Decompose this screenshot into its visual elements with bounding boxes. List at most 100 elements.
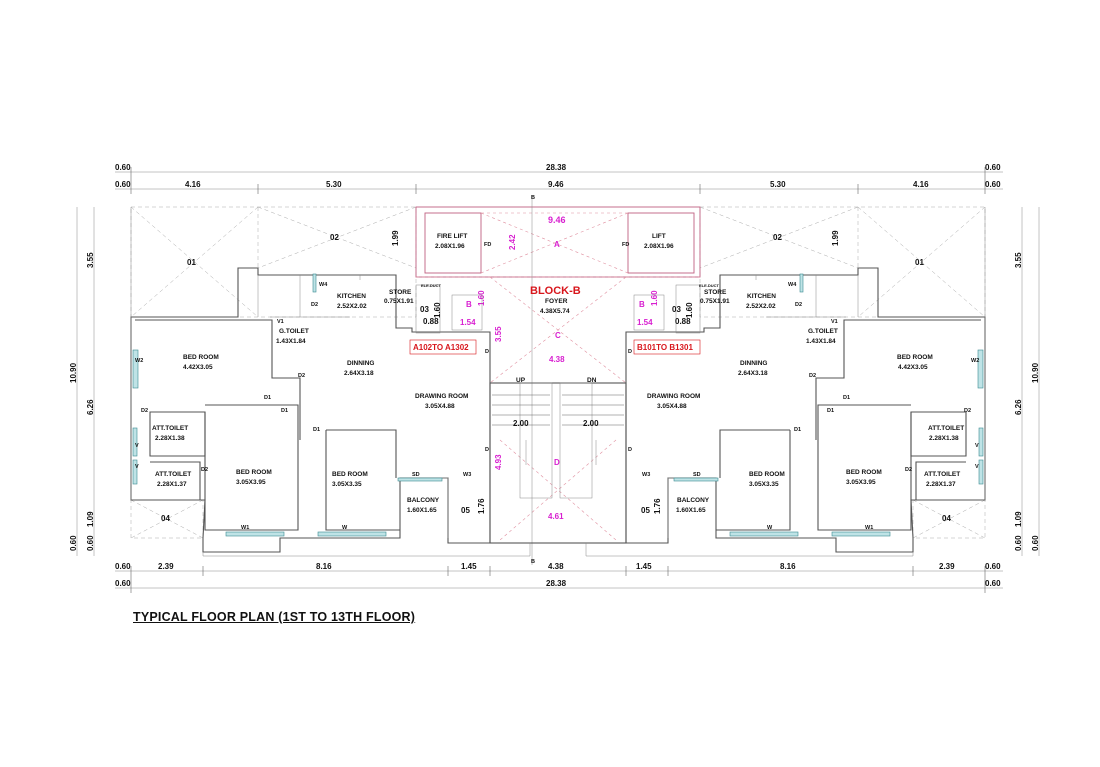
- zone-b-height-left: 1.60: [477, 290, 486, 306]
- zone-c-label: C: [555, 331, 561, 340]
- left-bed2-label: BED ROOM: [236, 469, 272, 476]
- left-drawing-dim: 3.05X4.88: [425, 403, 455, 410]
- stair-down-label: DN: [587, 377, 597, 384]
- core-area: FIRE LIFT 2.08X1.96 LIFT 2.08X1.96 FD FD…: [415, 195, 701, 565]
- left-tag-d1-bed: D1: [264, 395, 271, 401]
- section-mark-top: B: [531, 195, 535, 201]
- top-dimension-lines: 0.60 28.38 0.60 0.60 4.16 5.30 9.46 5.30…: [115, 163, 1003, 194]
- right-tag-w1: W1: [865, 525, 873, 531]
- left-shaft-height: 1.76: [477, 498, 486, 514]
- right-bed2-dim: 3.05X3.95: [846, 479, 876, 486]
- bottom-seg-4: 4.38: [548, 562, 564, 571]
- right-dim-5: 0.60: [1031, 535, 1040, 551]
- bottom-edge-right: 0.60: [985, 579, 1001, 588]
- left-tag-w2: W2: [135, 358, 143, 364]
- right-att1-label: ATT.TOILET: [928, 425, 964, 432]
- zone-b-width-right: 1.54: [637, 318, 653, 327]
- right-tag-v-att2: V: [975, 464, 979, 470]
- right-att1-dim: 2.28X1.38: [929, 435, 959, 442]
- right-tag-d2-att: D2: [964, 408, 971, 414]
- right-duct-03: 03: [672, 305, 681, 314]
- zone-a-label: A: [554, 240, 560, 249]
- left-tag-v-att2: V: [135, 464, 139, 470]
- bottom-dimension-lines: 0.60 2.39 8.16 1.45 4.38 1.45 8.16 2.39 …: [115, 562, 1003, 593]
- plinth-outline: [130, 207, 986, 557]
- side-dimension-lines: 3.55 10.90 6.26 1.09 0.60 0.60 3.55 10.9…: [69, 207, 1040, 556]
- left-duct-height: 1.60: [433, 302, 442, 318]
- right-gtoilet-label: G.TOILET: [808, 328, 838, 335]
- left-tag-d2-att2: D2: [201, 467, 208, 473]
- zone-b-left: B: [466, 300, 472, 309]
- top-edge-left: 0.60: [115, 163, 131, 172]
- terrace-04-left: 04: [161, 514, 170, 523]
- zone-d-width: 4.61: [548, 512, 564, 521]
- top-seg-3: 9.46: [548, 180, 564, 189]
- right-dim-4: 0.60: [1014, 535, 1023, 551]
- left-ele-duct: ELE.DUCT: [421, 283, 442, 288]
- fire-lift-label: FIRE LIFT: [437, 233, 467, 240]
- right-tag-d-stair: D: [628, 447, 632, 453]
- left-dim-5: 0.60: [69, 535, 78, 551]
- lift-label: LIFT: [652, 233, 666, 240]
- right-tag-d2-kitchen: D2: [795, 302, 802, 308]
- zone-d-label: D: [554, 458, 560, 467]
- zone-b-height-right: 1.60: [650, 290, 659, 306]
- right-flat-label: B101TO B1301: [637, 343, 693, 352]
- right-dim-0: 3.55: [1014, 252, 1023, 268]
- right-bed1-label: BED ROOM: [897, 354, 933, 361]
- right-dim-2: 6.26: [1014, 399, 1023, 415]
- left-att2-dim: 2.28X1.37: [157, 481, 187, 488]
- zone-a-height: 2.42: [508, 234, 517, 250]
- fire-lift-dim: 2.08X1.96: [435, 243, 465, 250]
- right-bed2-label: BED ROOM: [846, 469, 882, 476]
- bottom-overall-dim: 28.38: [546, 579, 567, 588]
- left-tag-w1: W1: [241, 525, 249, 531]
- left-bed3-label: BED ROOM: [332, 471, 368, 478]
- bottom-seg-0: 0.60: [115, 562, 131, 571]
- left-tag-d-stair: D: [485, 447, 489, 453]
- left-dim-4: 0.60: [86, 535, 95, 551]
- flat-right: KITCHEN 2.52X2.02 STORE 0.75X1.91 ELE.DU…: [625, 230, 986, 553]
- right-att2-label: ATT.TOILET: [924, 471, 960, 478]
- right-balcony-dim: 1.60X1.65: [676, 507, 706, 514]
- right-tag-d2-toilet: D2: [809, 373, 816, 379]
- open-terraces: 01 02 01 02 04 04: [130, 206, 986, 539]
- bottom-seg-3: 1.45: [461, 562, 477, 571]
- terrace-02-left: 02: [330, 233, 339, 242]
- top-seg-0: 0.60: [115, 180, 131, 189]
- bottom-seg-5: 1.45: [636, 562, 652, 571]
- top-edge-right: 0.60: [985, 163, 1001, 172]
- left-dim-1: 10.90: [69, 362, 78, 383]
- right-tag-v1: V1: [831, 319, 838, 325]
- left-dinning-label: DINNING: [347, 360, 374, 367]
- right-kitchen-label: KITCHEN: [747, 293, 776, 300]
- left-bed3-dim: 3.05X3.35: [332, 481, 362, 488]
- right-store-label: STORE: [704, 289, 727, 296]
- terrace-04-right: 04: [942, 514, 951, 523]
- zone-b-right: B: [639, 300, 645, 309]
- bottom-edge-left: 0.60: [115, 579, 131, 588]
- right-ele-duct: ELE.DUCT: [699, 283, 720, 288]
- left-tag-d2-att: D2: [141, 408, 148, 414]
- left-tag-sd: SD: [412, 472, 420, 478]
- right-shaft-height: 1.76: [653, 498, 662, 514]
- foyer-label: FOYER: [545, 298, 568, 305]
- left-duct-width: 0.88: [423, 317, 439, 326]
- right-tag-d1-dinning: D1: [827, 408, 834, 414]
- right-tag-sd: SD: [693, 472, 701, 478]
- left-att1-label: ATT.TOILET: [152, 425, 188, 432]
- left-drawing-label: DRAWING ROOM: [415, 393, 468, 400]
- zone-c-width: 4.38: [549, 355, 565, 364]
- right-att2-dim: 2.28X1.37: [926, 481, 956, 488]
- right-dim-3: 1.09: [1014, 511, 1023, 527]
- left-balcony-label: BALCONY: [407, 497, 440, 504]
- bottom-seg-1: 2.39: [158, 562, 174, 571]
- left-att1-dim: 2.28X1.38: [155, 435, 185, 442]
- right-tag-w2: W2: [971, 358, 979, 364]
- bottom-seg-2: 8.16: [316, 562, 332, 571]
- flat-left: KITCHEN 2.52X2.02 STORE 0.75X1.91 ELE.DU…: [130, 230, 491, 553]
- right-tag-w: W: [767, 525, 773, 531]
- right-kitchen-dim: 2.52X2.02: [746, 303, 776, 310]
- top-seg-1: 4.16: [185, 180, 201, 189]
- right-duct-width: 0.88: [675, 317, 691, 326]
